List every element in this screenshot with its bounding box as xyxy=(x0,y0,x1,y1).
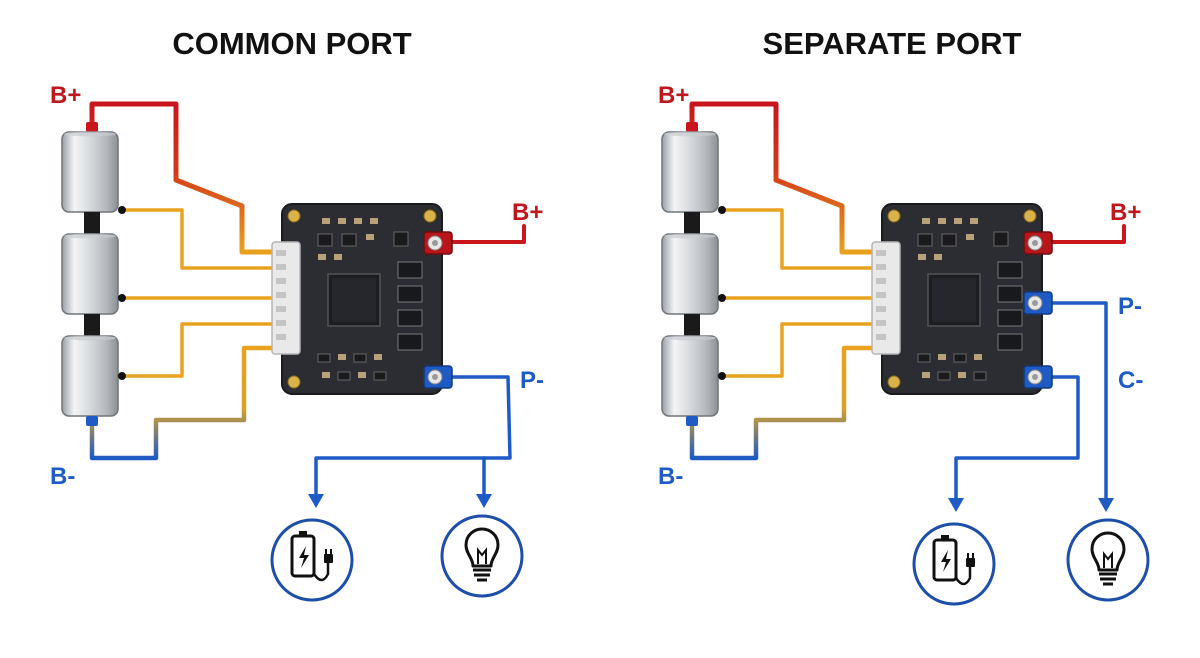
tap-point xyxy=(718,294,726,302)
battery-cell xyxy=(661,334,719,417)
balance-wire-bottom xyxy=(89,345,285,461)
light-bulb-icon xyxy=(1066,518,1150,602)
battery-positive-label: B+ xyxy=(50,82,81,109)
balance-wire-top xyxy=(89,101,285,255)
charge-negative-label: C- xyxy=(1118,367,1143,394)
c-minus-output-wire xyxy=(954,375,1080,500)
arrow-head xyxy=(1098,498,1114,512)
battery-positive-label: B+ xyxy=(658,82,689,109)
b-plus-terminal xyxy=(423,231,453,255)
b-plus-output-wire xyxy=(1050,224,1126,244)
battery-cell xyxy=(661,232,719,315)
arrow-head xyxy=(948,498,964,512)
c-minus-terminal xyxy=(1023,365,1053,389)
b-plus-terminal xyxy=(1023,231,1053,255)
light-bulb-icon xyxy=(440,514,524,598)
balance-wire xyxy=(720,208,884,270)
tap-point xyxy=(718,206,726,214)
battery-cell xyxy=(61,232,119,315)
separate-port-panel: SEPARATE PORT B+ B- B+ P- C- xyxy=(658,26,1150,606)
p-minus-terminal xyxy=(1023,291,1053,315)
battery-cell xyxy=(61,334,119,417)
discharge-negative-label: P- xyxy=(1118,293,1142,320)
arrow-head xyxy=(308,494,324,508)
negative-cap xyxy=(686,416,698,426)
port-negative-label: P- xyxy=(520,367,544,394)
positive-cap xyxy=(686,122,698,132)
b-plus-output-wire xyxy=(450,224,526,244)
bms-board xyxy=(871,203,1043,395)
battery-cell xyxy=(661,130,719,213)
tap-point xyxy=(118,206,126,214)
cell-connector xyxy=(684,212,700,234)
tap-point xyxy=(118,294,126,302)
battery-negative-label: B- xyxy=(50,463,75,490)
board-positive-label: B+ xyxy=(1110,199,1141,226)
negative-cap xyxy=(86,416,98,426)
cell-connector xyxy=(84,212,100,234)
p-minus-output-wire xyxy=(314,375,512,496)
common-port-panel: COMMON PORT B+ B- B+ P- xyxy=(50,26,544,602)
separate-port-title: SEPARATE PORT xyxy=(763,26,1022,61)
balance-wire xyxy=(720,322,884,378)
bms-board xyxy=(271,203,443,395)
tap-point xyxy=(118,372,126,380)
common-port-title: COMMON PORT xyxy=(172,26,411,61)
arrow-head xyxy=(476,494,492,508)
cell-connector xyxy=(684,314,700,336)
tap-point xyxy=(718,372,726,380)
cell-connector xyxy=(84,314,100,336)
battery-negative-label: B- xyxy=(658,463,683,490)
battery-charging-icon xyxy=(270,518,354,602)
positive-cap xyxy=(86,122,98,132)
balance-wire xyxy=(120,208,284,270)
p-minus-output-wire xyxy=(1050,301,1108,500)
board-positive-label: B+ xyxy=(512,199,543,226)
battery-cell xyxy=(61,130,119,213)
battery-charging-icon xyxy=(912,522,996,606)
balance-wire-top xyxy=(689,101,885,255)
p-minus-terminal xyxy=(423,365,453,389)
balance-wire xyxy=(120,322,284,378)
balance-wire-bottom xyxy=(689,345,885,461)
